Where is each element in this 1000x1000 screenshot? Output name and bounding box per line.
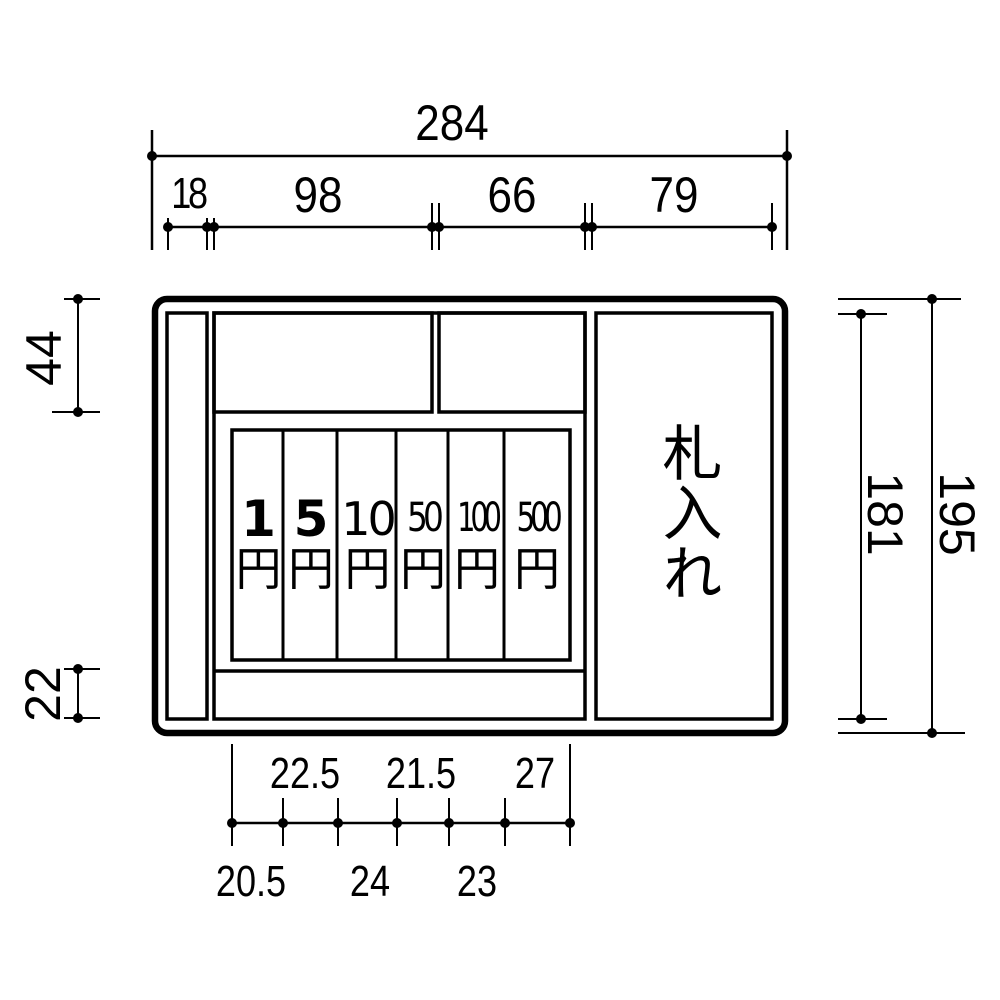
yen-unit: 円 [454, 542, 500, 596]
dim-label-segment-4: 79 [649, 167, 699, 223]
dim-top-segments-lines [163, 203, 777, 250]
dim-label-segment-2: 98 [293, 167, 343, 223]
coin-sorter-frame [230, 428, 572, 662]
coin-value: 100 [457, 495, 502, 541]
dim-bottom-lines [227, 744, 575, 846]
dim-label-segment-3: 66 [487, 167, 537, 223]
dim-label-coin-width-6: 27 [514, 749, 556, 798]
top-right-compartment [437, 311, 587, 414]
yen-unit: 円 [235, 542, 282, 596]
dim-label-coin-width-4: 21.5 [385, 749, 457, 798]
yen-unit: 円 [400, 542, 446, 596]
yen-unit: 円 [344, 542, 391, 596]
dim-label-coin-width-2: 22.5 [269, 749, 341, 798]
tray-outer-wall [151, 295, 789, 737]
dim-top-overall-lines [147, 130, 792, 250]
dim-label-coin-width-1: 20.5 [215, 857, 287, 906]
coin-value: 10 [341, 492, 397, 546]
coin-value: 500 [516, 495, 563, 541]
dim-label-inner-depth: 181 [857, 472, 913, 556]
coin-value: 1 [241, 490, 276, 548]
dim-left-lines [52, 294, 100, 723]
yen-unit: 円 [514, 542, 560, 596]
dim-label-overall-depth: 195 [929, 472, 985, 556]
coin-value: 50 [407, 495, 444, 541]
bill-slot-label: 札入れ [652, 422, 722, 602]
top-left-compartment [212, 311, 434, 414]
dim-label-coin-width-3: 24 [349, 857, 391, 906]
left-slot [165, 311, 209, 721]
yen-unit: 円 [288, 542, 334, 596]
dim-label-top-compartment-depth: 44 [16, 330, 72, 386]
dim-label-overall-width: 284 [415, 95, 489, 151]
coin-value: 5 [293, 490, 329, 548]
dim-label-segment-1: 18 [171, 169, 208, 218]
dim-right-lines [838, 294, 965, 738]
dim-label-bottom-strip-depth: 22 [15, 666, 71, 722]
dim-label-coin-width-5: 23 [456, 857, 498, 906]
bill-slot-frame [594, 311, 774, 721]
